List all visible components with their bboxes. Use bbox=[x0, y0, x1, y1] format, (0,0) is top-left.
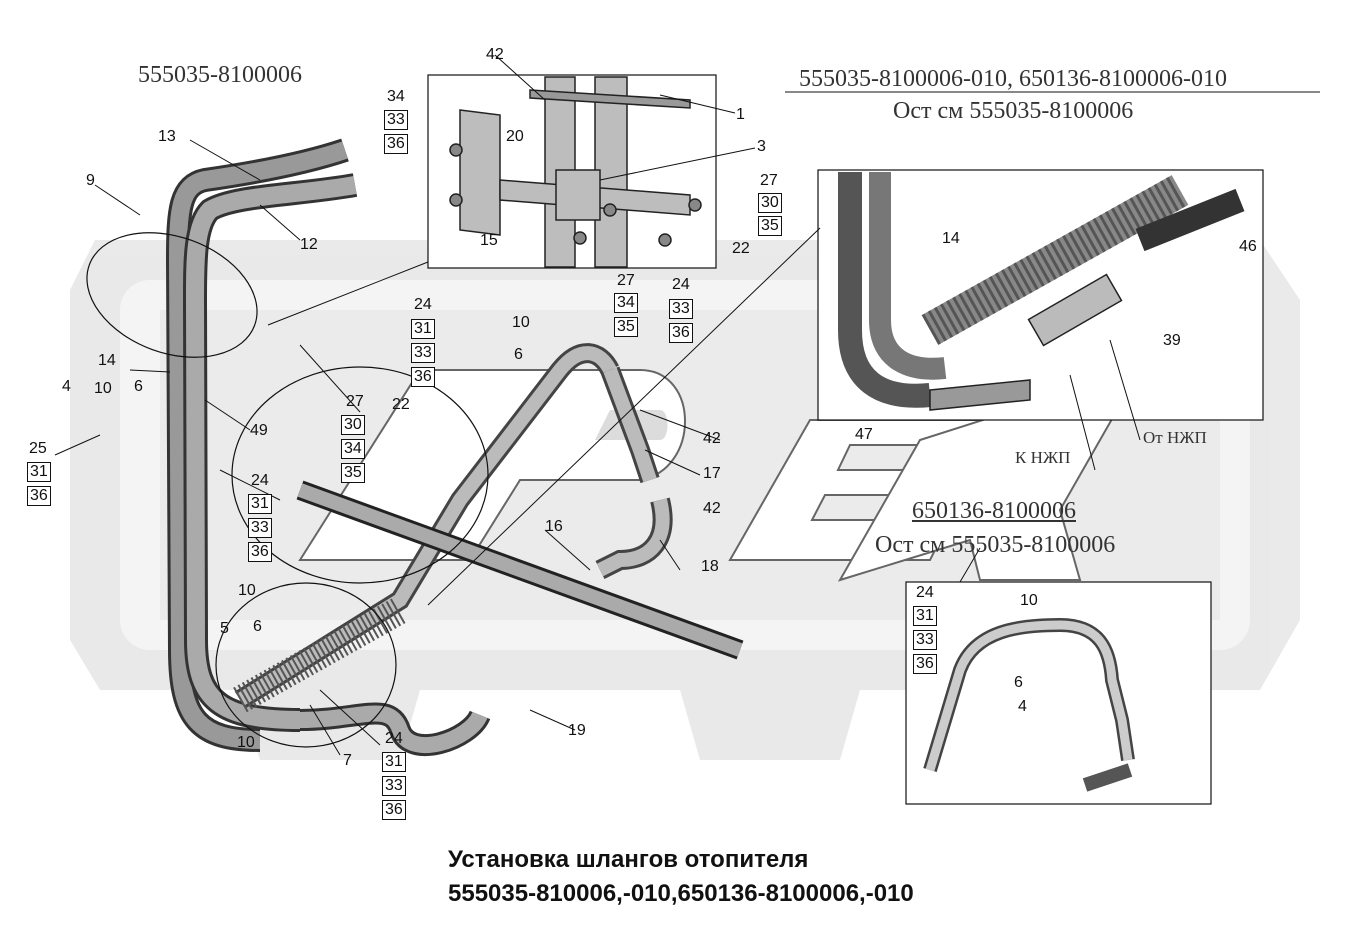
callout-35: 35 bbox=[758, 216, 782, 236]
callout-14: 14 bbox=[942, 230, 960, 247]
callout-31: 31 bbox=[27, 462, 51, 482]
callout-27: 27 bbox=[760, 172, 778, 189]
callout-46: 46 bbox=[1239, 238, 1257, 255]
callout-33: 33 bbox=[913, 630, 937, 650]
main-hoses bbox=[165, 138, 673, 756]
variant-650136-label: 650136-8100006 bbox=[912, 498, 1076, 524]
callout-31: 31 bbox=[248, 494, 272, 514]
callout-24: 24 bbox=[414, 296, 432, 313]
callout-33: 33 bbox=[669, 299, 693, 319]
callout-36: 36 bbox=[27, 486, 51, 506]
callout-33: 33 bbox=[248, 518, 272, 538]
callout-20: 20 bbox=[506, 128, 524, 145]
callout-10: 10 bbox=[512, 314, 530, 331]
callout-33: 33 bbox=[384, 110, 408, 130]
callout-9: 9 bbox=[86, 172, 95, 189]
callout-6: 6 bbox=[1014, 674, 1023, 691]
callout-36: 36 bbox=[913, 654, 937, 674]
callout-49: 49 bbox=[250, 422, 268, 439]
variant-650136-note: Ост см 555035-8100006 bbox=[875, 532, 1116, 558]
long-tube bbox=[296, 480, 744, 660]
callout-19: 19 bbox=[568, 722, 586, 739]
callout-24: 24 bbox=[385, 730, 403, 747]
diagram-title-line2: 555035-810006,-010,650136-8100006,-010 bbox=[448, 880, 914, 907]
callout-30: 30 bbox=[341, 415, 365, 435]
callout-4: 4 bbox=[62, 378, 71, 395]
arrow-from-label: От НЖП bbox=[1143, 428, 1207, 447]
callout-6: 6 bbox=[514, 346, 523, 363]
callout-33: 33 bbox=[382, 776, 406, 796]
callout-25: 25 bbox=[29, 440, 47, 457]
diagram-title-line1: Установка шлангов отопителя bbox=[448, 846, 809, 873]
callout-13: 13 bbox=[158, 128, 176, 145]
callout-36: 36 bbox=[669, 323, 693, 343]
callout-4: 4 bbox=[1018, 698, 1027, 715]
callout-34: 34 bbox=[614, 293, 638, 313]
callout-6: 6 bbox=[134, 378, 143, 395]
callout-10: 10 bbox=[237, 734, 255, 751]
variant-010-note: Ост см 555035-8100006 bbox=[893, 98, 1134, 124]
callout-5: 5 bbox=[220, 620, 229, 637]
callout-47: 47 bbox=[855, 426, 873, 443]
callout-35: 35 bbox=[341, 463, 365, 483]
arrow-to-label: К НЖП bbox=[1015, 448, 1071, 467]
callout-10: 10 bbox=[238, 582, 256, 599]
callout-18: 18 bbox=[701, 558, 719, 575]
callout-35: 35 bbox=[614, 317, 638, 337]
callout-31: 31 bbox=[382, 752, 406, 772]
inset-corrugated-detail bbox=[838, 172, 1245, 411]
inset-650136-pipe bbox=[923, 617, 1135, 792]
callout-14: 14 bbox=[98, 352, 116, 369]
callout-16: 16 bbox=[545, 518, 563, 535]
callout-24: 24 bbox=[251, 472, 269, 489]
callout-36: 36 bbox=[382, 800, 406, 820]
callout-39: 39 bbox=[1163, 332, 1181, 349]
callout-24: 24 bbox=[916, 584, 934, 601]
callout-36: 36 bbox=[248, 542, 272, 562]
callout-15: 15 bbox=[480, 232, 498, 249]
callout-36: 36 bbox=[384, 134, 408, 154]
callout-22: 22 bbox=[392, 396, 410, 413]
callout-42: 42 bbox=[703, 500, 721, 517]
callout-17: 17 bbox=[703, 465, 721, 482]
inset-bracket-detail bbox=[449, 76, 702, 268]
leader-lines bbox=[54, 54, 1320, 756]
callout-24: 24 bbox=[672, 276, 690, 293]
callout-27: 27 bbox=[346, 393, 364, 410]
callout-6: 6 bbox=[253, 618, 262, 635]
callout-10: 10 bbox=[94, 380, 112, 397]
callout-3: 3 bbox=[757, 138, 766, 155]
callout-27: 27 bbox=[617, 272, 635, 289]
callout-ellipses bbox=[86, 232, 489, 748]
variant-010-label: 555035-8100006-010, 650136-8100006-010 bbox=[799, 66, 1227, 92]
main-variant-label: 555035-8100006 bbox=[138, 62, 302, 88]
callout-7: 7 bbox=[343, 752, 352, 769]
callout-1: 1 bbox=[736, 106, 745, 123]
callout-42: 42 bbox=[703, 430, 721, 447]
callout-34: 34 bbox=[387, 88, 405, 105]
callout-31: 31 bbox=[913, 606, 937, 626]
callout-33: 33 bbox=[411, 343, 435, 363]
callout-10: 10 bbox=[1020, 592, 1038, 609]
callout-34: 34 bbox=[341, 439, 365, 459]
callout-42: 42 bbox=[486, 46, 504, 63]
callout-12: 12 bbox=[300, 236, 318, 253]
callout-36: 36 bbox=[411, 367, 435, 387]
callout-31: 31 bbox=[411, 319, 435, 339]
callout-22: 22 bbox=[732, 240, 750, 257]
callout-30: 30 bbox=[758, 193, 782, 213]
